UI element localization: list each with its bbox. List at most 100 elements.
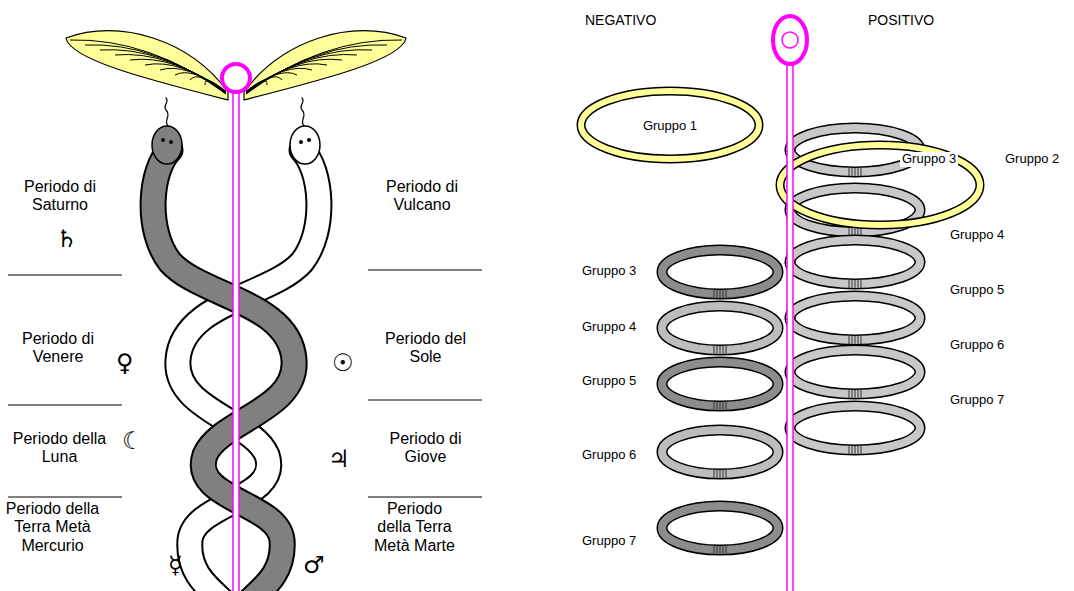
- coil-mark: [723, 346, 724, 354]
- coil: [790, 296, 920, 340]
- coil: [662, 362, 778, 406]
- coil: [662, 506, 778, 550]
- period-label: Periodo di Saturno: [10, 178, 110, 215]
- period-label: Gruppo 5: [948, 283, 1006, 298]
- feather: [246, 50, 372, 94]
- coil-mark: [852, 168, 853, 176]
- feather: [160, 68, 226, 92]
- coil-mark: [726, 402, 727, 410]
- coil-mark: [726, 546, 727, 554]
- feather: [115, 54, 226, 93]
- period-label: Gruppo 7: [580, 534, 638, 549]
- staff-knob-inner: [782, 32, 798, 48]
- coil-mark: [849, 336, 850, 344]
- coil-mark: [849, 168, 850, 176]
- coil-mark: [726, 290, 727, 298]
- planet-symbol: ☉: [332, 350, 354, 378]
- coil-mark: [717, 290, 718, 298]
- coil-mark: [723, 290, 724, 298]
- feather: [100, 50, 226, 94]
- coil-mark: [720, 470, 721, 478]
- feather: [246, 64, 327, 93]
- coil: [790, 240, 920, 284]
- period-label: Gruppo 6: [948, 338, 1006, 353]
- staff-knob: [773, 16, 807, 64]
- coil: [662, 430, 778, 474]
- coil-mark: [858, 280, 859, 288]
- feather: [175, 73, 226, 92]
- coil-mark: [861, 446, 862, 454]
- coil: [790, 240, 920, 284]
- period-label: Periodo di Venere: [8, 330, 108, 367]
- planet-symbol: ♄: [56, 226, 78, 254]
- wing: [244, 31, 406, 100]
- coil-mark: [723, 402, 724, 410]
- coil-mark: [714, 290, 715, 298]
- feather: [145, 64, 226, 93]
- coil: [662, 306, 778, 350]
- coil: [790, 296, 920, 340]
- period-label: Gruppo 7: [948, 393, 1006, 408]
- coil: [662, 250, 778, 294]
- period-label: Gruppo 3: [580, 264, 638, 279]
- coil-mark: [720, 290, 721, 298]
- feather: [70, 40, 226, 94]
- period-label: Gruppo 4: [948, 228, 1006, 243]
- coil-mark: [852, 390, 853, 398]
- coil-mark: [717, 470, 718, 478]
- coil: [790, 350, 920, 394]
- coil-mark: [714, 470, 715, 478]
- staff: [787, 64, 793, 591]
- feather: [246, 40, 402, 94]
- period-label: Gruppo 3: [900, 152, 958, 167]
- coil-mark: [852, 336, 853, 344]
- coil-mark: [717, 402, 718, 410]
- period-label: Gruppo 2: [1003, 152, 1061, 167]
- coil: [790, 350, 920, 394]
- coil: [790, 406, 920, 450]
- coil: [662, 506, 778, 550]
- feather: [246, 68, 312, 92]
- coil: [662, 430, 778, 474]
- staff-knob: [222, 64, 250, 92]
- coil-mark: [861, 280, 862, 288]
- coil-mark: [723, 546, 724, 554]
- coil-mark: [861, 336, 862, 344]
- coil-mark: [717, 546, 718, 554]
- period-label: POSITIVO: [868, 12, 934, 28]
- period-label: Periodo della Terra Metà Mercurio: [5, 500, 100, 555]
- coil: [662, 250, 778, 294]
- coil-mark: [861, 168, 862, 176]
- coil-mark: [855, 446, 856, 454]
- coil-mark: [726, 346, 727, 354]
- feather: [246, 54, 357, 93]
- coil-mark: [720, 546, 721, 554]
- planet-symbol: ☿: [168, 552, 183, 580]
- period-label: NEGATIVO: [585, 12, 656, 28]
- coil-mark: [714, 402, 715, 410]
- wing: [66, 31, 228, 100]
- feather: [85, 45, 226, 94]
- group-label: Gruppo 1: [643, 118, 697, 133]
- coil-mark: [855, 280, 856, 288]
- coil-mark: [858, 446, 859, 454]
- coil-mark: [720, 346, 721, 354]
- staff: [233, 88, 239, 591]
- coil-mark: [861, 390, 862, 398]
- coil-mark: [858, 390, 859, 398]
- coil-mark: [726, 470, 727, 478]
- coil-mark: [849, 390, 850, 398]
- coil-mark: [849, 280, 850, 288]
- yellow-ring: [780, 145, 980, 225]
- planet-symbol: ♀: [116, 350, 134, 378]
- group-ring: Gruppo 1: [575, 85, 765, 165]
- coil: [662, 306, 778, 350]
- coil-mark: [855, 168, 856, 176]
- feather: [246, 45, 387, 94]
- planet-symbol: ☾: [122, 428, 144, 456]
- period-label: Gruppo 4: [580, 320, 638, 335]
- feather: [246, 59, 342, 93]
- period-label: Gruppo 5: [580, 374, 638, 389]
